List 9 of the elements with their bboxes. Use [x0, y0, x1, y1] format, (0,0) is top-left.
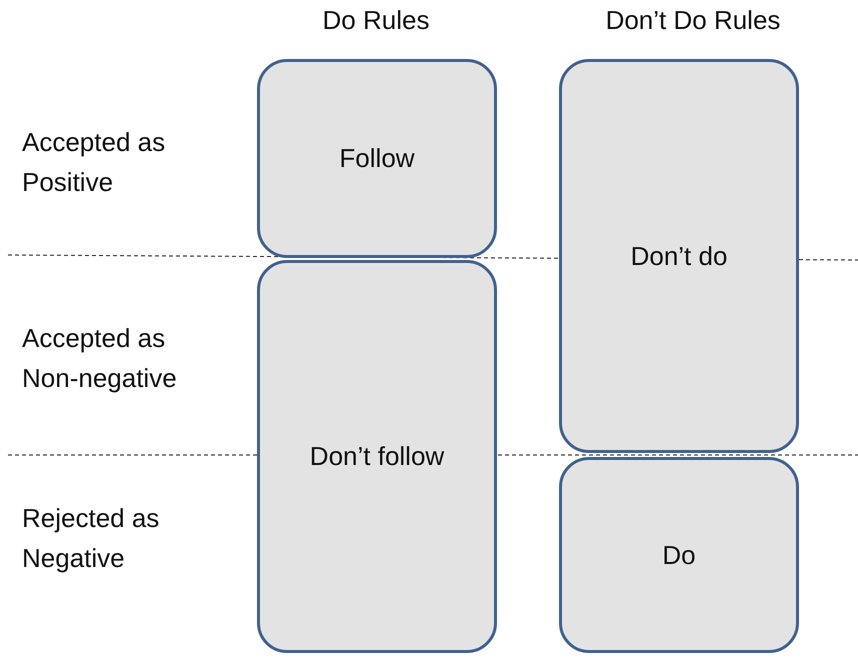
row-label: Rejected as Negative [22, 502, 160, 575]
box-label: Don’t follow [310, 441, 444, 472]
row-label: Accepted as Non-negative [22, 322, 178, 395]
column-header: Don’t Do Rules [604, 4, 782, 37]
box-label: Don’t do [630, 240, 728, 272]
column-header: Do Rules [322, 4, 430, 37]
box-label: Do [662, 540, 696, 570]
row-label: Accepted as Positive [22, 126, 166, 199]
box-label: Follow [339, 143, 415, 174]
